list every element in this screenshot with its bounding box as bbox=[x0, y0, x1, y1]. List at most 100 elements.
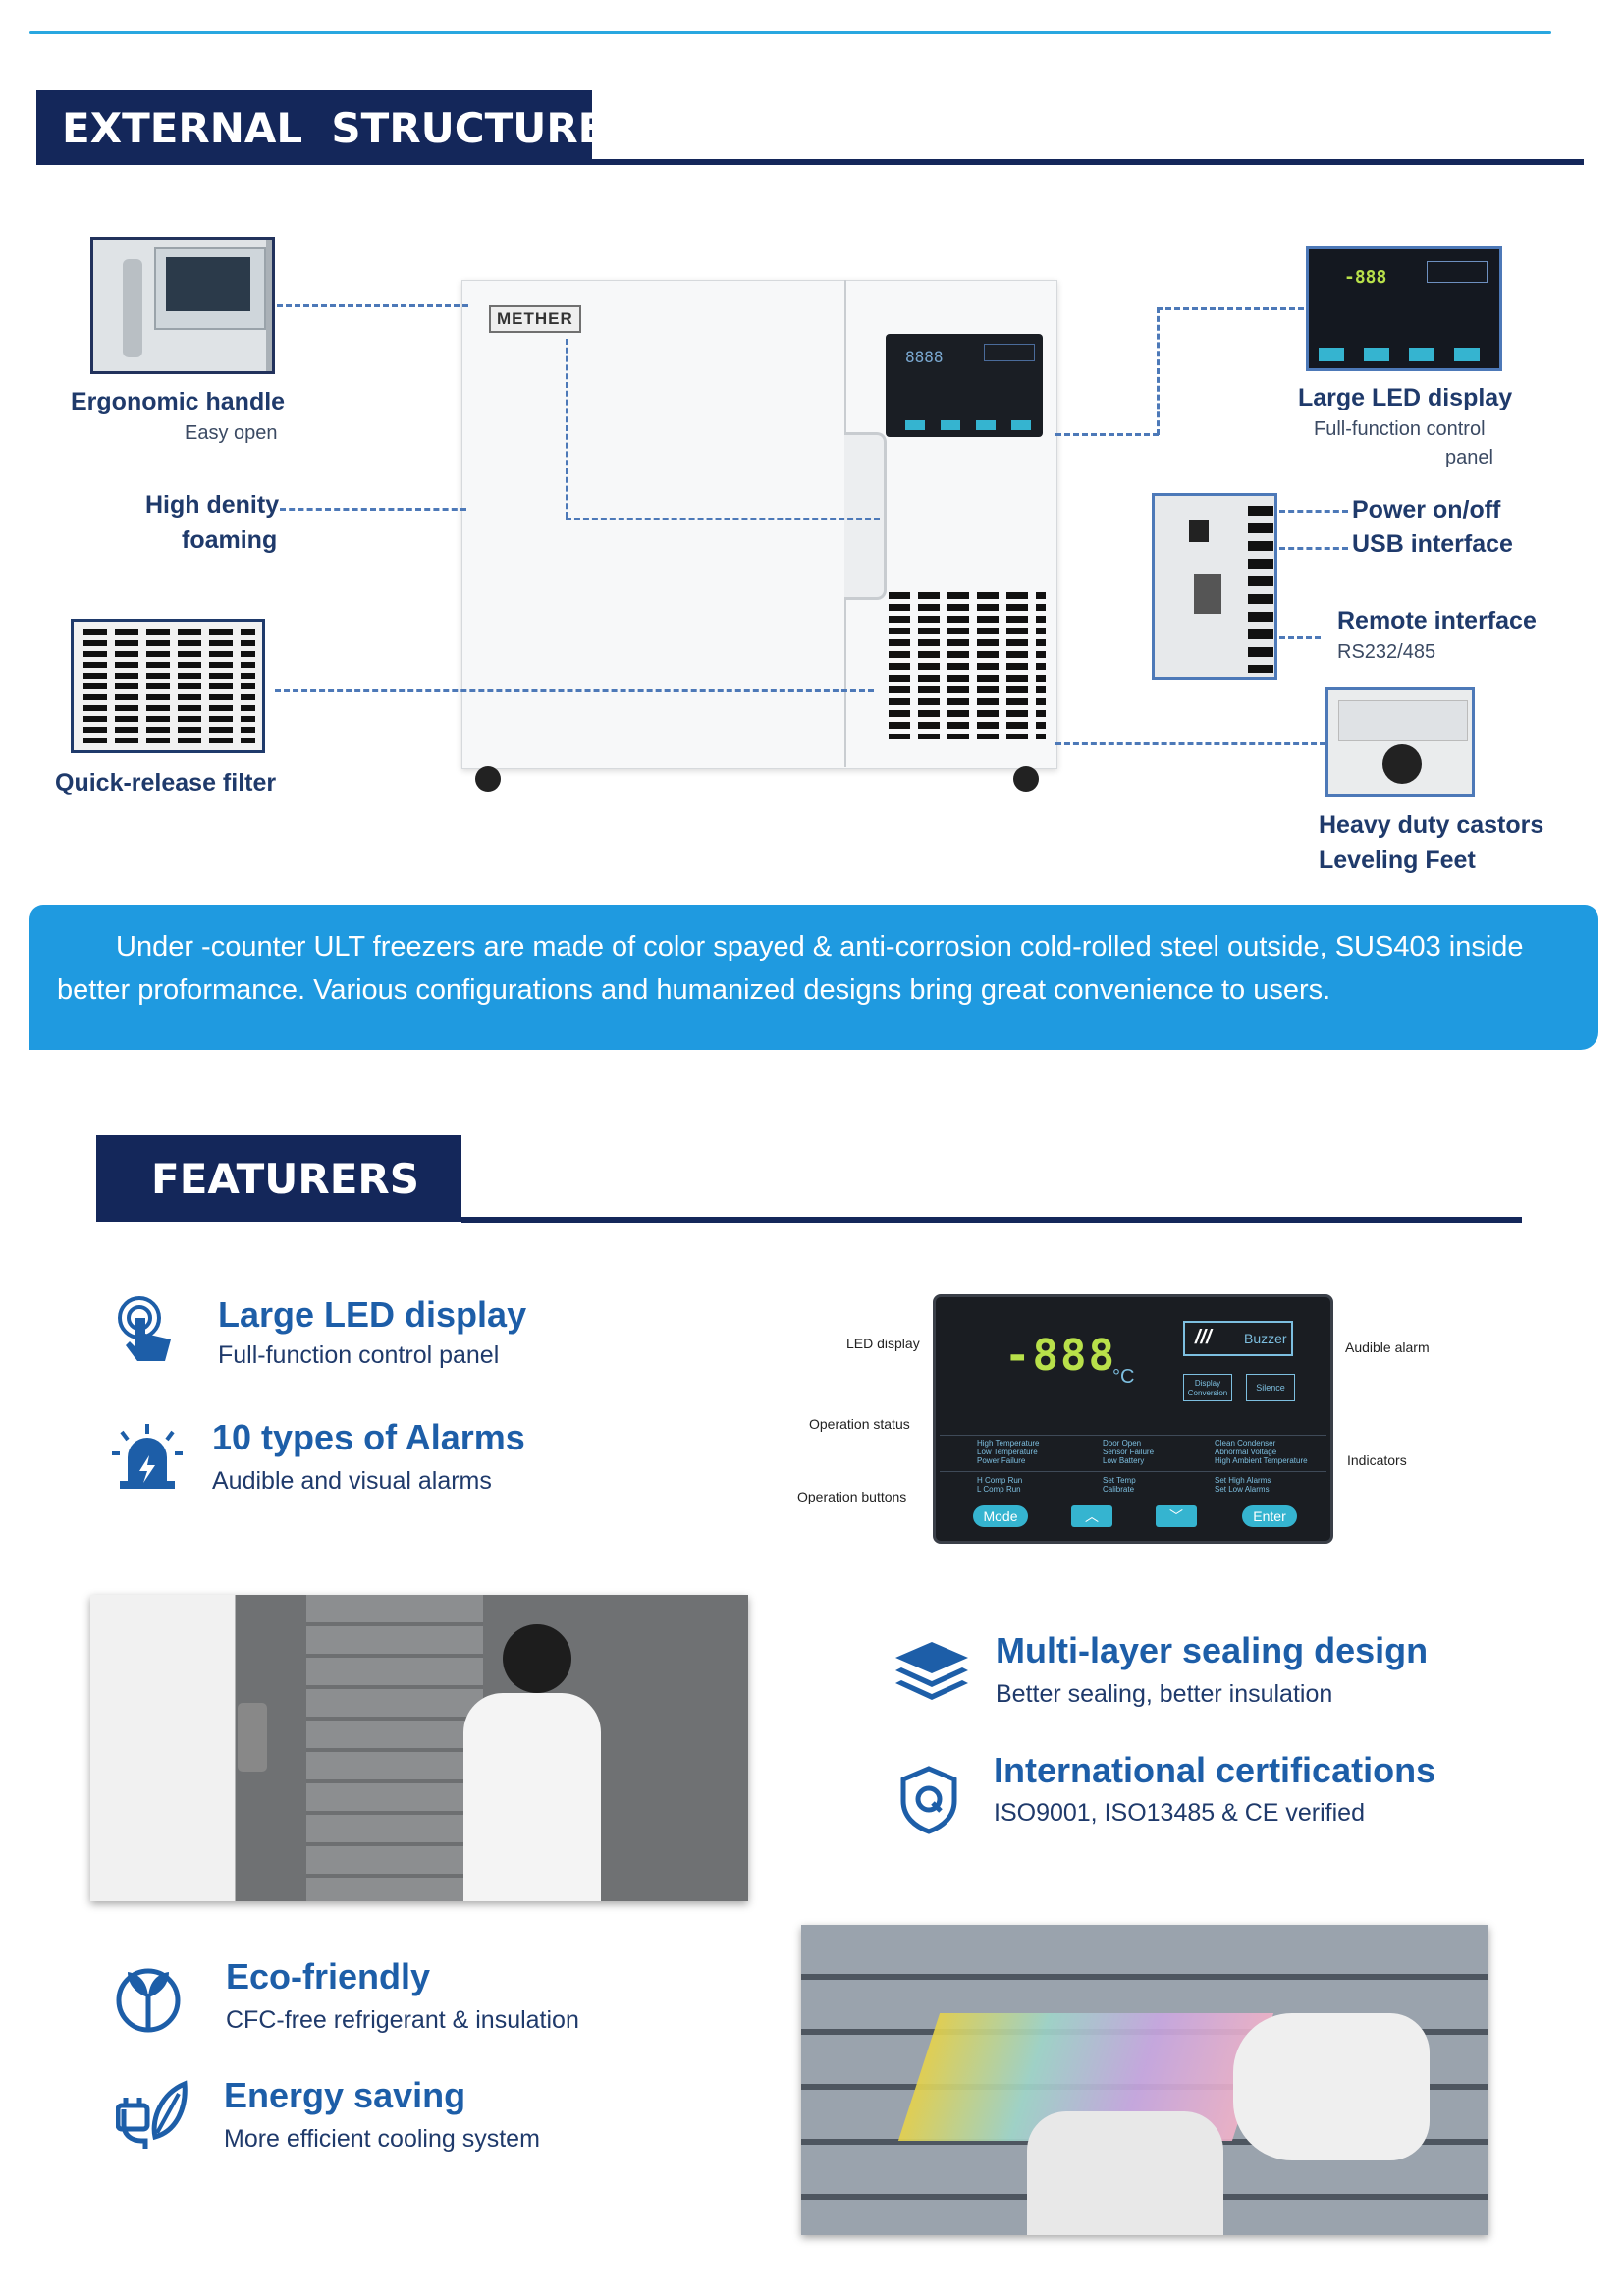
panel-enter-button[interactable]: Enter bbox=[1242, 1505, 1297, 1527]
panel-down-button[interactable]: ﹀ bbox=[1156, 1505, 1197, 1527]
panel-status-box bbox=[940, 1435, 1326, 1472]
panel-label-indicators: Indicators bbox=[1347, 1452, 1407, 1468]
eco-leaf-icon bbox=[112, 1964, 185, 2033]
callout-castors-title-2: Leveling Feet bbox=[1319, 847, 1476, 874]
panel-silence-label: Silence bbox=[1256, 1383, 1285, 1393]
panel-label-status: Operation status bbox=[809, 1416, 910, 1432]
callout-line-foaming bbox=[280, 508, 466, 511]
panel-buzzer-label: Buzzer bbox=[1244, 1331, 1287, 1346]
panel-display-conversion-l1: Display bbox=[1194, 1379, 1221, 1388]
callout-led-title: Large LED display bbox=[1298, 384, 1513, 411]
castor-right bbox=[1013, 766, 1039, 792]
rear-port-photo bbox=[1152, 493, 1277, 680]
section2-title: FEATURERS bbox=[151, 1154, 419, 1203]
callout-remote-title: Remote interface bbox=[1337, 607, 1537, 634]
feature-sealing-sub: Better sealing, better insulation bbox=[996, 1680, 1333, 1708]
callout-remote-sub: RS232/485 bbox=[1337, 641, 1436, 663]
alarm-icon bbox=[110, 1422, 185, 1493]
touch-icon bbox=[116, 1296, 177, 1365]
run-col3-0: Set High Alarms bbox=[1215, 1476, 1271, 1485]
feature-alarms-sub: Audible and visual alarms bbox=[212, 1467, 492, 1495]
freezer-illustration: METHER 8888 bbox=[461, 280, 1057, 792]
plug-leaf-icon bbox=[115, 2080, 189, 2151]
led-panel-photo: -888 bbox=[1306, 246, 1502, 371]
status-col1-0: High Temperature bbox=[977, 1439, 1040, 1448]
panel-unit: °C bbox=[1112, 1366, 1135, 1388]
callout-led-sub-2: panel bbox=[1445, 447, 1493, 468]
callout-foaming-title-1: High denity bbox=[145, 491, 280, 519]
banner-line-2: better proformance. Various configuratio… bbox=[57, 974, 1331, 1006]
freezer-handle bbox=[844, 432, 887, 600]
callout-line-led-v bbox=[1157, 307, 1160, 435]
castor-left bbox=[475, 766, 501, 792]
section-header-external-structure: EXTERNAL STRUCTURE bbox=[36, 90, 606, 165]
callout-handle-sub: Easy open bbox=[185, 422, 278, 444]
feature-energy-sub: More efficient cooling system bbox=[224, 2125, 540, 2153]
panel-buzzer-box: /// Buzzer bbox=[1183, 1321, 1293, 1356]
feature-led-title: Large LED display bbox=[218, 1294, 527, 1335]
section2-header-rule bbox=[461, 1217, 1522, 1223]
callout-line-led-h2 bbox=[1055, 433, 1159, 436]
status-col2-0: Door Open bbox=[1103, 1439, 1142, 1448]
callout-led-sub-1: Full-function control bbox=[1314, 418, 1486, 440]
handle-photo bbox=[90, 237, 275, 374]
status-col1-2: Power Failure bbox=[977, 1456, 1026, 1465]
feature-sealing-title: Multi-layer sealing design bbox=[996, 1630, 1429, 1670]
section-title: EXTERNAL STRUCTURE bbox=[62, 103, 607, 152]
feature-led-sub: Full-function control panel bbox=[218, 1341, 500, 1369]
feature-eco-sub: CFC-free refrigerant & insulation bbox=[226, 2006, 579, 2034]
callout-handle-title: Ergonomic handle bbox=[71, 388, 286, 415]
callout-usb-title: USB interface bbox=[1352, 530, 1513, 558]
callout-line-filter bbox=[275, 689, 874, 692]
callout-power-title: Power on/off bbox=[1352, 496, 1501, 523]
panel-display-conversion-l2: Conversion bbox=[1187, 1389, 1228, 1397]
status-col3-2: High Ambient Temperature bbox=[1215, 1456, 1308, 1465]
feature-cert-sub: ISO9001, ISO13485 & CE verified bbox=[994, 1799, 1365, 1827]
layers-icon bbox=[893, 1640, 970, 1701]
status-col3-0: Clean Condenser bbox=[1215, 1439, 1276, 1448]
panel-display-conversion-button[interactable]: Display Conversion bbox=[1183, 1374, 1232, 1401]
panel-label-led: LED display bbox=[846, 1336, 920, 1351]
status-col2-2: Low Battery bbox=[1103, 1456, 1145, 1465]
status-col3-1: Abnormal Voltage bbox=[1215, 1448, 1277, 1456]
run-col2-0: Set Temp bbox=[1103, 1476, 1136, 1485]
run-col1-0: H Comp Run bbox=[977, 1476, 1023, 1485]
filter-photo bbox=[71, 619, 265, 753]
run-col2-1: Calibrate bbox=[1103, 1485, 1135, 1494]
description-banner: Under -counter ULT freezers are made of … bbox=[29, 905, 1598, 1050]
panel-label-alarm: Audible alarm bbox=[1345, 1339, 1430, 1355]
section-header-featurers: FEATURERS bbox=[96, 1135, 461, 1222]
castor-photo bbox=[1325, 687, 1475, 797]
panel-readout: -888 bbox=[1004, 1331, 1116, 1381]
section-header-rule bbox=[592, 159, 1584, 165]
callout-foaming-title-2: foaming bbox=[182, 526, 278, 554]
run-col3-1: Set Low Alarms bbox=[1215, 1485, 1270, 1494]
panel-label-buttons: Operation buttons bbox=[797, 1489, 907, 1504]
callout-line-castors bbox=[1055, 742, 1325, 745]
feature-energy-title: Energy saving bbox=[224, 2075, 466, 2115]
status-col1-1: Low Temperature bbox=[977, 1448, 1038, 1456]
status-col2-1: Sensor Failure bbox=[1103, 1448, 1155, 1456]
feature-cert-title: International certifications bbox=[994, 1750, 1436, 1790]
callout-filter-title: Quick-release filter bbox=[55, 769, 277, 796]
callout-line-led-h1 bbox=[1157, 307, 1304, 310]
sample-rack-photo bbox=[801, 1925, 1488, 2235]
callout-line-power bbox=[1279, 510, 1348, 513]
callout-line-handle bbox=[277, 304, 468, 307]
callout-castors-title-1: Heavy duty castors bbox=[1319, 811, 1544, 839]
feature-alarms-title: 10 types of Alarms bbox=[212, 1417, 525, 1457]
top-rule bbox=[29, 31, 1551, 34]
callout-line-usb bbox=[1279, 547, 1348, 550]
callout-line-logo-h bbox=[566, 518, 880, 520]
panel-up-button[interactable]: ︿ bbox=[1071, 1505, 1112, 1527]
feature-eco-title: Eco-friendly bbox=[226, 1956, 431, 1996]
callout-line-logo bbox=[566, 339, 568, 518]
freezer-logo: METHER bbox=[489, 305, 581, 333]
callout-line-remote bbox=[1279, 636, 1321, 639]
run-col1-1: L Comp Run bbox=[977, 1485, 1021, 1494]
control-panel-diagram: -888 °C /// Buzzer Display Conversion Si… bbox=[933, 1294, 1333, 1544]
shield-q-icon bbox=[899, 1766, 958, 1834]
panel-silence-button[interactable]: Silence bbox=[1246, 1374, 1295, 1401]
panel-mode-button[interactable]: Mode bbox=[973, 1505, 1028, 1527]
banner-line-1: Under -counter ULT freezers are made of … bbox=[116, 931, 1524, 962]
